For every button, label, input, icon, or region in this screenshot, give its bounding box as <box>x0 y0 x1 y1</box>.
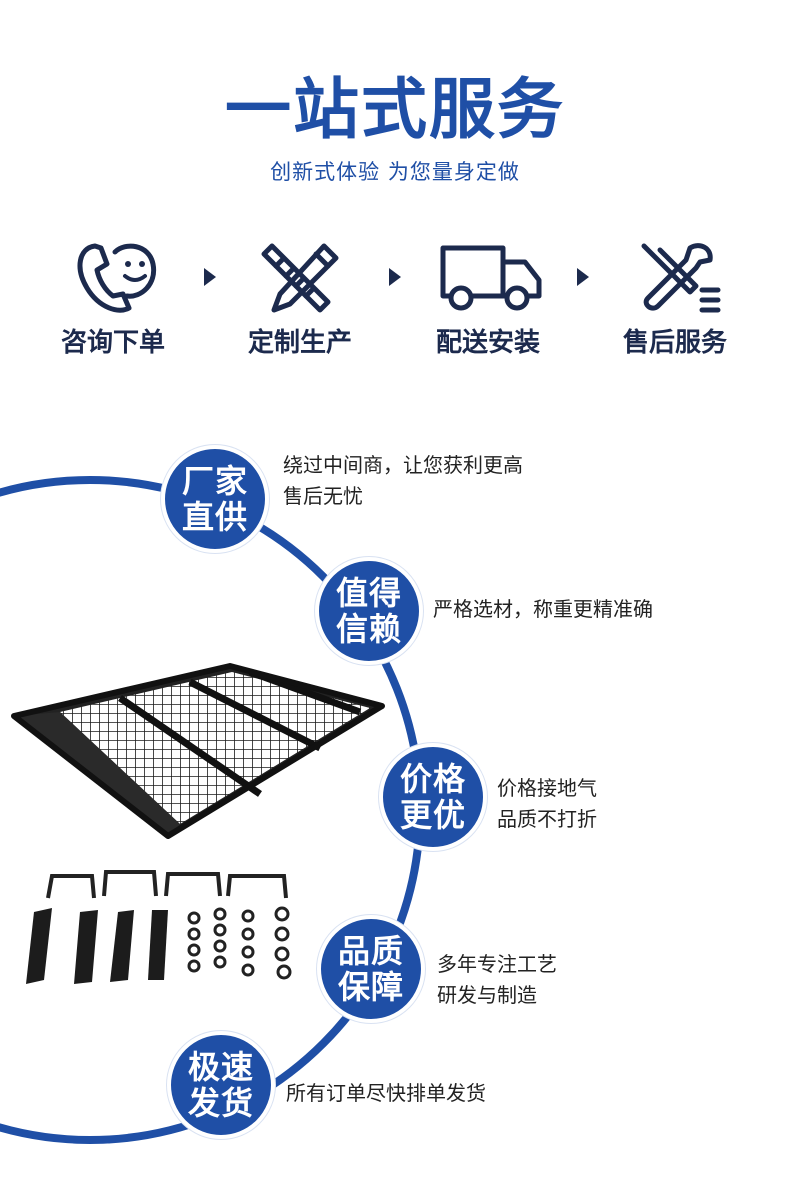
delivery-truck-icon <box>440 245 542 311</box>
step-label: 定制生产 <box>247 328 352 358</box>
badge-factory-direct: 厂家 直供 <box>161 445 269 553</box>
page-subtitle: 创新式体验 为您量身定做 <box>270 160 520 184</box>
badge-quality-assured: 品质 保障 <box>317 915 425 1023</box>
step-label: 配送安装 <box>435 328 540 358</box>
feature-desc: 价格接地气 品质不打折 <box>497 776 597 831</box>
page-title: 一站式服务 <box>225 71 565 148</box>
badge-trustworthy: 值得 信赖 <box>315 557 423 665</box>
badge-better-price: 价格 更优 <box>379 743 487 851</box>
phone-smile-icon <box>77 243 157 313</box>
feature-desc: 绕过中间商，让您获利更高 售后无忧 <box>283 453 523 508</box>
step-label: 咨询下单 <box>60 328 165 358</box>
feature-desc: 所有订单尽快排单发货 <box>286 1081 486 1105</box>
arrow-right-icon <box>204 268 216 286</box>
feature-desc: 多年专注工艺 研发与制造 <box>437 952 557 1007</box>
arrow-right-icon <box>389 268 401 286</box>
feature-desc: 严格选材，称重更精准确 <box>433 597 653 621</box>
step-label: 售后服务 <box>622 328 727 358</box>
pencil-ruler-icon <box>261 243 339 313</box>
arrow-right-icon <box>577 268 589 286</box>
badge-fast-shipping: 极速 发货 <box>167 1031 275 1139</box>
wrench-screwdriver-icon <box>641 243 721 313</box>
roof-rack-image <box>11 663 385 984</box>
